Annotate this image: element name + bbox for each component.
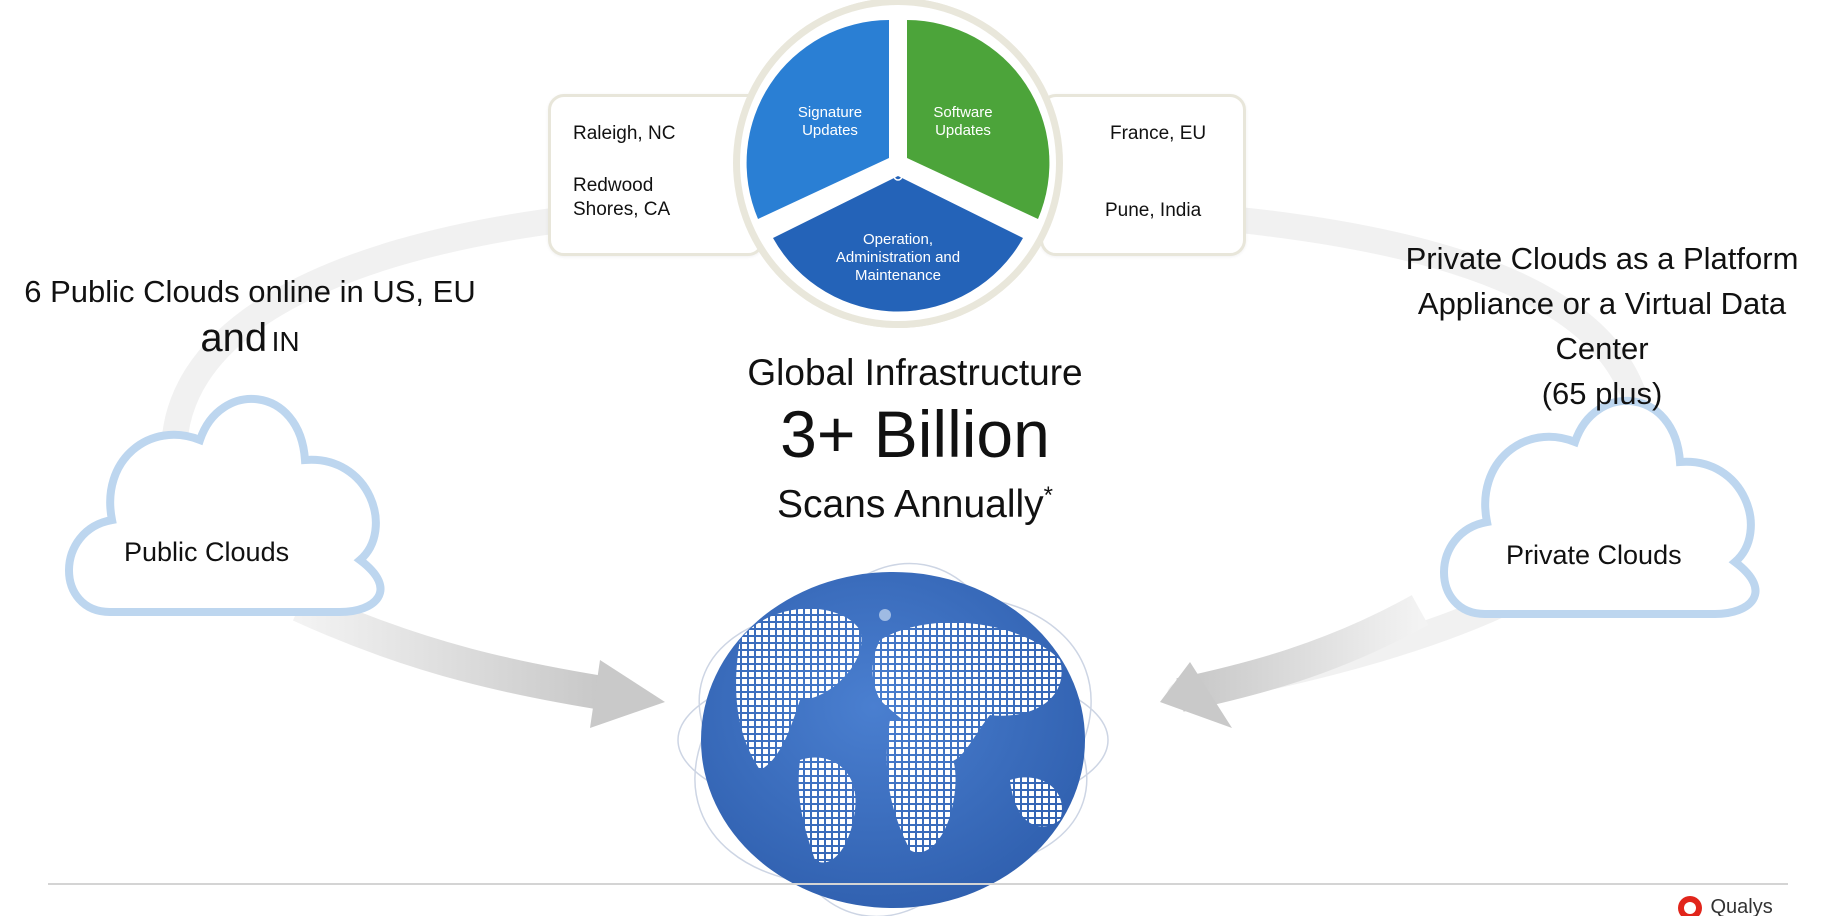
private-clouds-description: Private Clouds as a Platform Appliance o… xyxy=(1382,236,1822,416)
globe-land xyxy=(736,608,1062,863)
headline-line1: Global Infrastructure xyxy=(747,352,1083,393)
qualys-logo-text: Qualys xyxy=(1710,896,1773,916)
qualys-logo: Qualys xyxy=(1678,896,1773,916)
private-description-line2: Appliance or a Virtual Data xyxy=(1417,286,1787,321)
left-locations-panel xyxy=(548,94,764,256)
headline-scans: Scans Annually xyxy=(776,483,1044,526)
headline: Global Infrastructure 3+ Billion Scans A… xyxy=(650,350,1180,529)
right-arrow-shaft xyxy=(1176,595,1429,712)
public-clouds-label: Public Clouds xyxy=(124,537,290,567)
right-locations-panel xyxy=(1040,94,1246,256)
headline-big: 3+ Billion xyxy=(780,397,1050,471)
public-cloud-shape xyxy=(65,394,385,616)
operation-segment-shape xyxy=(773,176,1023,312)
private-description-line1: Private Clouds as a Platform xyxy=(1405,241,1799,276)
software-updates-label: Software Updates xyxy=(933,104,993,139)
public-description-in: IN xyxy=(271,326,300,357)
location-redwood: Redwood Shores, CA xyxy=(573,175,671,220)
headline-line3: Scans Annually* xyxy=(650,472,1180,529)
footer-divider xyxy=(48,883,1788,885)
left-arrowhead xyxy=(590,660,665,728)
left-arrow-shaft xyxy=(292,589,618,712)
private-cloud-shape xyxy=(1440,396,1760,618)
center-wheel xyxy=(733,0,1063,328)
software-segment-shape xyxy=(907,20,1050,219)
globe-node xyxy=(879,609,891,621)
private-clouds-label: Private Clouds xyxy=(1506,540,1682,570)
signature-updates-label: Signature Updates xyxy=(797,104,863,139)
public-description-line2: and IN xyxy=(0,316,500,361)
public-description-and: and xyxy=(200,316,268,360)
location-raleigh: Raleigh, NC xyxy=(573,123,676,144)
wheel-hub-icon xyxy=(888,163,908,181)
location-france: France, EU xyxy=(1110,123,1207,144)
signature-segment-shape xyxy=(746,20,889,219)
qualys-logo-icon xyxy=(1678,896,1702,916)
operation-label: Operation, Administration and Maintenanc… xyxy=(835,231,961,284)
private-description-line3: Center xyxy=(1555,331,1649,366)
footnote-mark: * xyxy=(1043,482,1054,509)
public-description-line1: 6 Public Clouds online in US, EU xyxy=(24,274,476,309)
public-clouds-description: 6 Public Clouds online in US, EU and IN xyxy=(0,272,500,361)
private-description-line4: (65 plus) xyxy=(1541,376,1663,411)
right-arrowhead xyxy=(1160,662,1232,728)
location-pune: Pune, India xyxy=(1105,200,1202,221)
